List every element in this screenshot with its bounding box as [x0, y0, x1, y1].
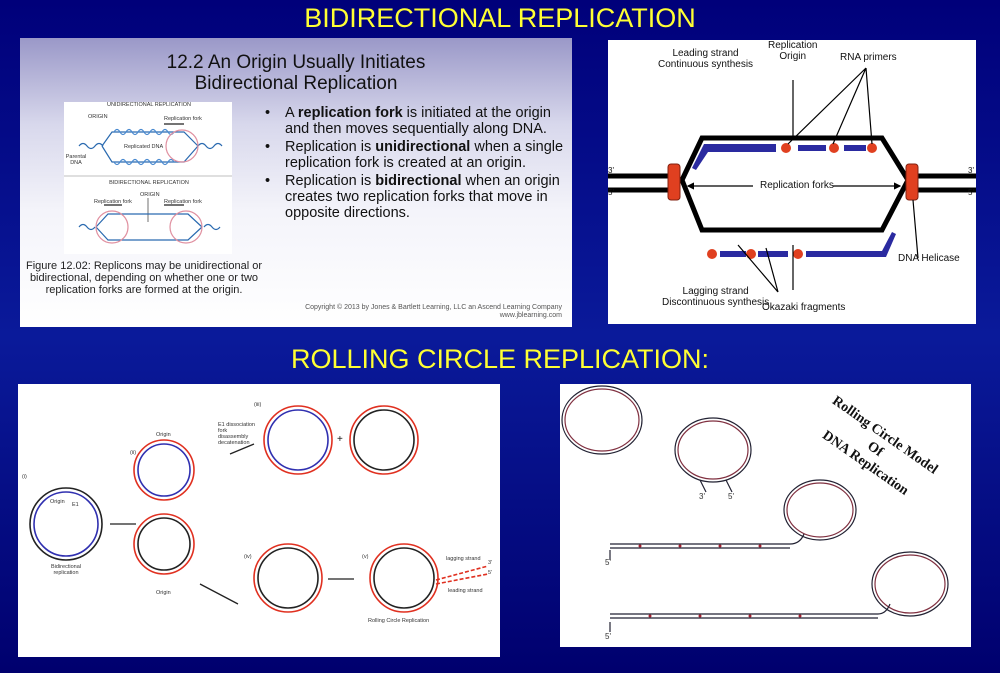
bullet-list: A replication fork is initiated at the o…: [265, 105, 565, 223]
label-plus: +: [337, 434, 343, 445]
replicon-figure: UNIDIRECTIONAL REPLICATION ORIGIN Replic…: [64, 102, 232, 254]
label-fork-left: Replication fork: [94, 199, 132, 205]
label-5prime-left: 5': [608, 188, 614, 197]
label-origin-i: Origin: [50, 499, 65, 505]
heading-line-1: 12.2 An Origin Usually Initiates: [166, 52, 426, 73]
textbook-slide-image: 12.2 An Origin Usually Initiates Bidirec…: [20, 38, 572, 327]
label-leading: leading strand: [448, 588, 483, 594]
label-step-i: (i): [22, 474, 27, 480]
label-step-iii: (iii): [254, 402, 262, 408]
label-fork-right: Replication fork: [164, 199, 202, 205]
textbook-heading: 12.2 An Origin Usually Initiates Bidirec…: [20, 52, 572, 94]
label-okazaki: Okazaki fragments: [762, 302, 846, 313]
label-bidirectional-replication: Bidirectional replication: [51, 564, 81, 576]
label-e1-dissociation: E1 dissociation fork disassembly decaten…: [218, 422, 255, 446]
fork-svg: [608, 67, 976, 293]
label-5prime-right: 5': [968, 188, 974, 197]
label-step-iv: (iv): [244, 554, 252, 560]
bullet-2: Replication is unidirectional when a sin…: [265, 139, 565, 171]
label-replicated: Replicated DNA: [124, 144, 164, 150]
label-origin-top: Origin: [156, 432, 171, 438]
label-5prime-strand-2: 5': [605, 632, 611, 641]
label-fork: Replication fork: [164, 116, 202, 122]
slide-title: BIDIRECTIONAL REPLICATION: [304, 3, 696, 33]
label-bidirectional: BIDIRECTIONAL REPLICATION: [109, 180, 189, 186]
label-5prime-strand-1: 5': [605, 558, 611, 567]
bullet-1: A replication fork is initiated at the o…: [265, 105, 565, 137]
replicon-diagram: [64, 123, 232, 244]
label-3prime: 3': [488, 560, 493, 566]
rolling-model-svg: [561, 385, 949, 632]
label-5prime: 5': [488, 570, 493, 576]
label-dna-helicase: DNA Helicase: [898, 253, 960, 264]
label-5prime: 5': [728, 492, 734, 501]
label-replication-forks: Replication forks: [760, 180, 834, 191]
label-rna-primers: RNA primers: [840, 52, 897, 63]
copyright: Copyright © 2013 by Jones & Bartlett Lea…: [305, 304, 562, 319]
label-3prime-left: 3': [608, 166, 614, 175]
heading-line-2: Bidirectional Replication: [194, 73, 398, 94]
figure-caption: Figure 12.02: Replicons may be unidirect…: [25, 260, 263, 296]
label-origin: ORIGIN: [88, 114, 108, 120]
label-3prime-right: 3': [968, 166, 974, 175]
label-parental: Parental DNA: [65, 154, 87, 166]
label-rolling-circle-replication: Rolling Circle Replication: [368, 618, 430, 624]
label-origin-2: ORIGIN: [140, 192, 160, 198]
label-lagging: lagging strand: [446, 556, 481, 562]
label-e1: E1: [72, 502, 79, 508]
label-unidirectional: UNIDIRECTIONAL REPLICATION: [106, 102, 192, 108]
rolling-circle-steps-diagram: (i) (ii) (iii) (iv) (v) Origin E1 Bidire…: [18, 384, 500, 657]
bullet-3: Replication is bidirectional when an ori…: [265, 173, 565, 221]
label-origin-bottom: Origin: [156, 590, 171, 596]
label-3prime: 3': [699, 492, 705, 501]
label-step-v: (v): [362, 554, 369, 560]
label-step-ii: (ii): [130, 450, 137, 456]
rolling-steps-svg: [29, 405, 489, 613]
slide-subtitle: ROLLING CIRCLE REPLICATION:: [290, 344, 710, 374]
rolling-circle-model-diagram: Rolling Circle Model Of DNA Replication …: [560, 384, 971, 647]
